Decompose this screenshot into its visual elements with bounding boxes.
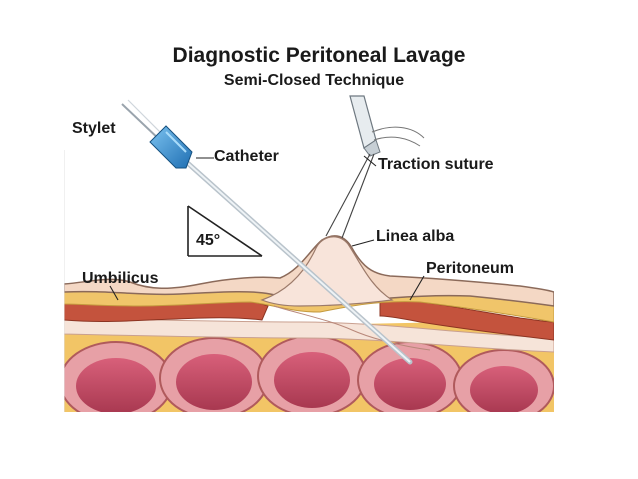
traction-clamp <box>325 95 425 239</box>
diagram-title: Diagnostic Peritoneal Lavage <box>172 44 466 67</box>
umbilicus-leader-line <box>109 285 119 301</box>
linea-alba-leader-line <box>351 239 375 247</box>
muscle-layer-right <box>379 297 554 341</box>
stylet-label: Stylet <box>72 120 116 137</box>
bowel-loop-4 <box>357 341 463 412</box>
catheter-assembly <box>121 99 413 365</box>
diagram-subtitle: Semi-Closed Technique <box>223 72 405 89</box>
peritoneum-leader-line <box>409 275 425 301</box>
stylet-wire <box>121 103 163 143</box>
bowel-loop-1 <box>64 341 173 412</box>
peritoneum-band <box>64 317 554 353</box>
bowel-loop-5 <box>453 349 554 412</box>
peritoneum-label: Peritoneum <box>426 260 515 277</box>
catheter-hub <box>149 125 193 169</box>
bowel-loop-3 <box>257 335 367 412</box>
linea-alba-label: Linea alba <box>376 228 455 245</box>
linea-alba-tent <box>260 236 394 307</box>
traction-suture-label: Traction suture <box>378 156 494 173</box>
umbilicus-label: Umbilicus <box>82 270 159 287</box>
angle-label: 45° <box>196 232 221 249</box>
traction-suture-leader-line <box>363 155 377 167</box>
leader-lines <box>109 155 425 301</box>
tissue-contour-line <box>273 305 431 351</box>
bowel-loop-2 <box>159 337 269 412</box>
angle-marker <box>187 205 263 257</box>
catheter-label: Catheter <box>214 148 279 165</box>
bowel-loops <box>64 335 554 412</box>
